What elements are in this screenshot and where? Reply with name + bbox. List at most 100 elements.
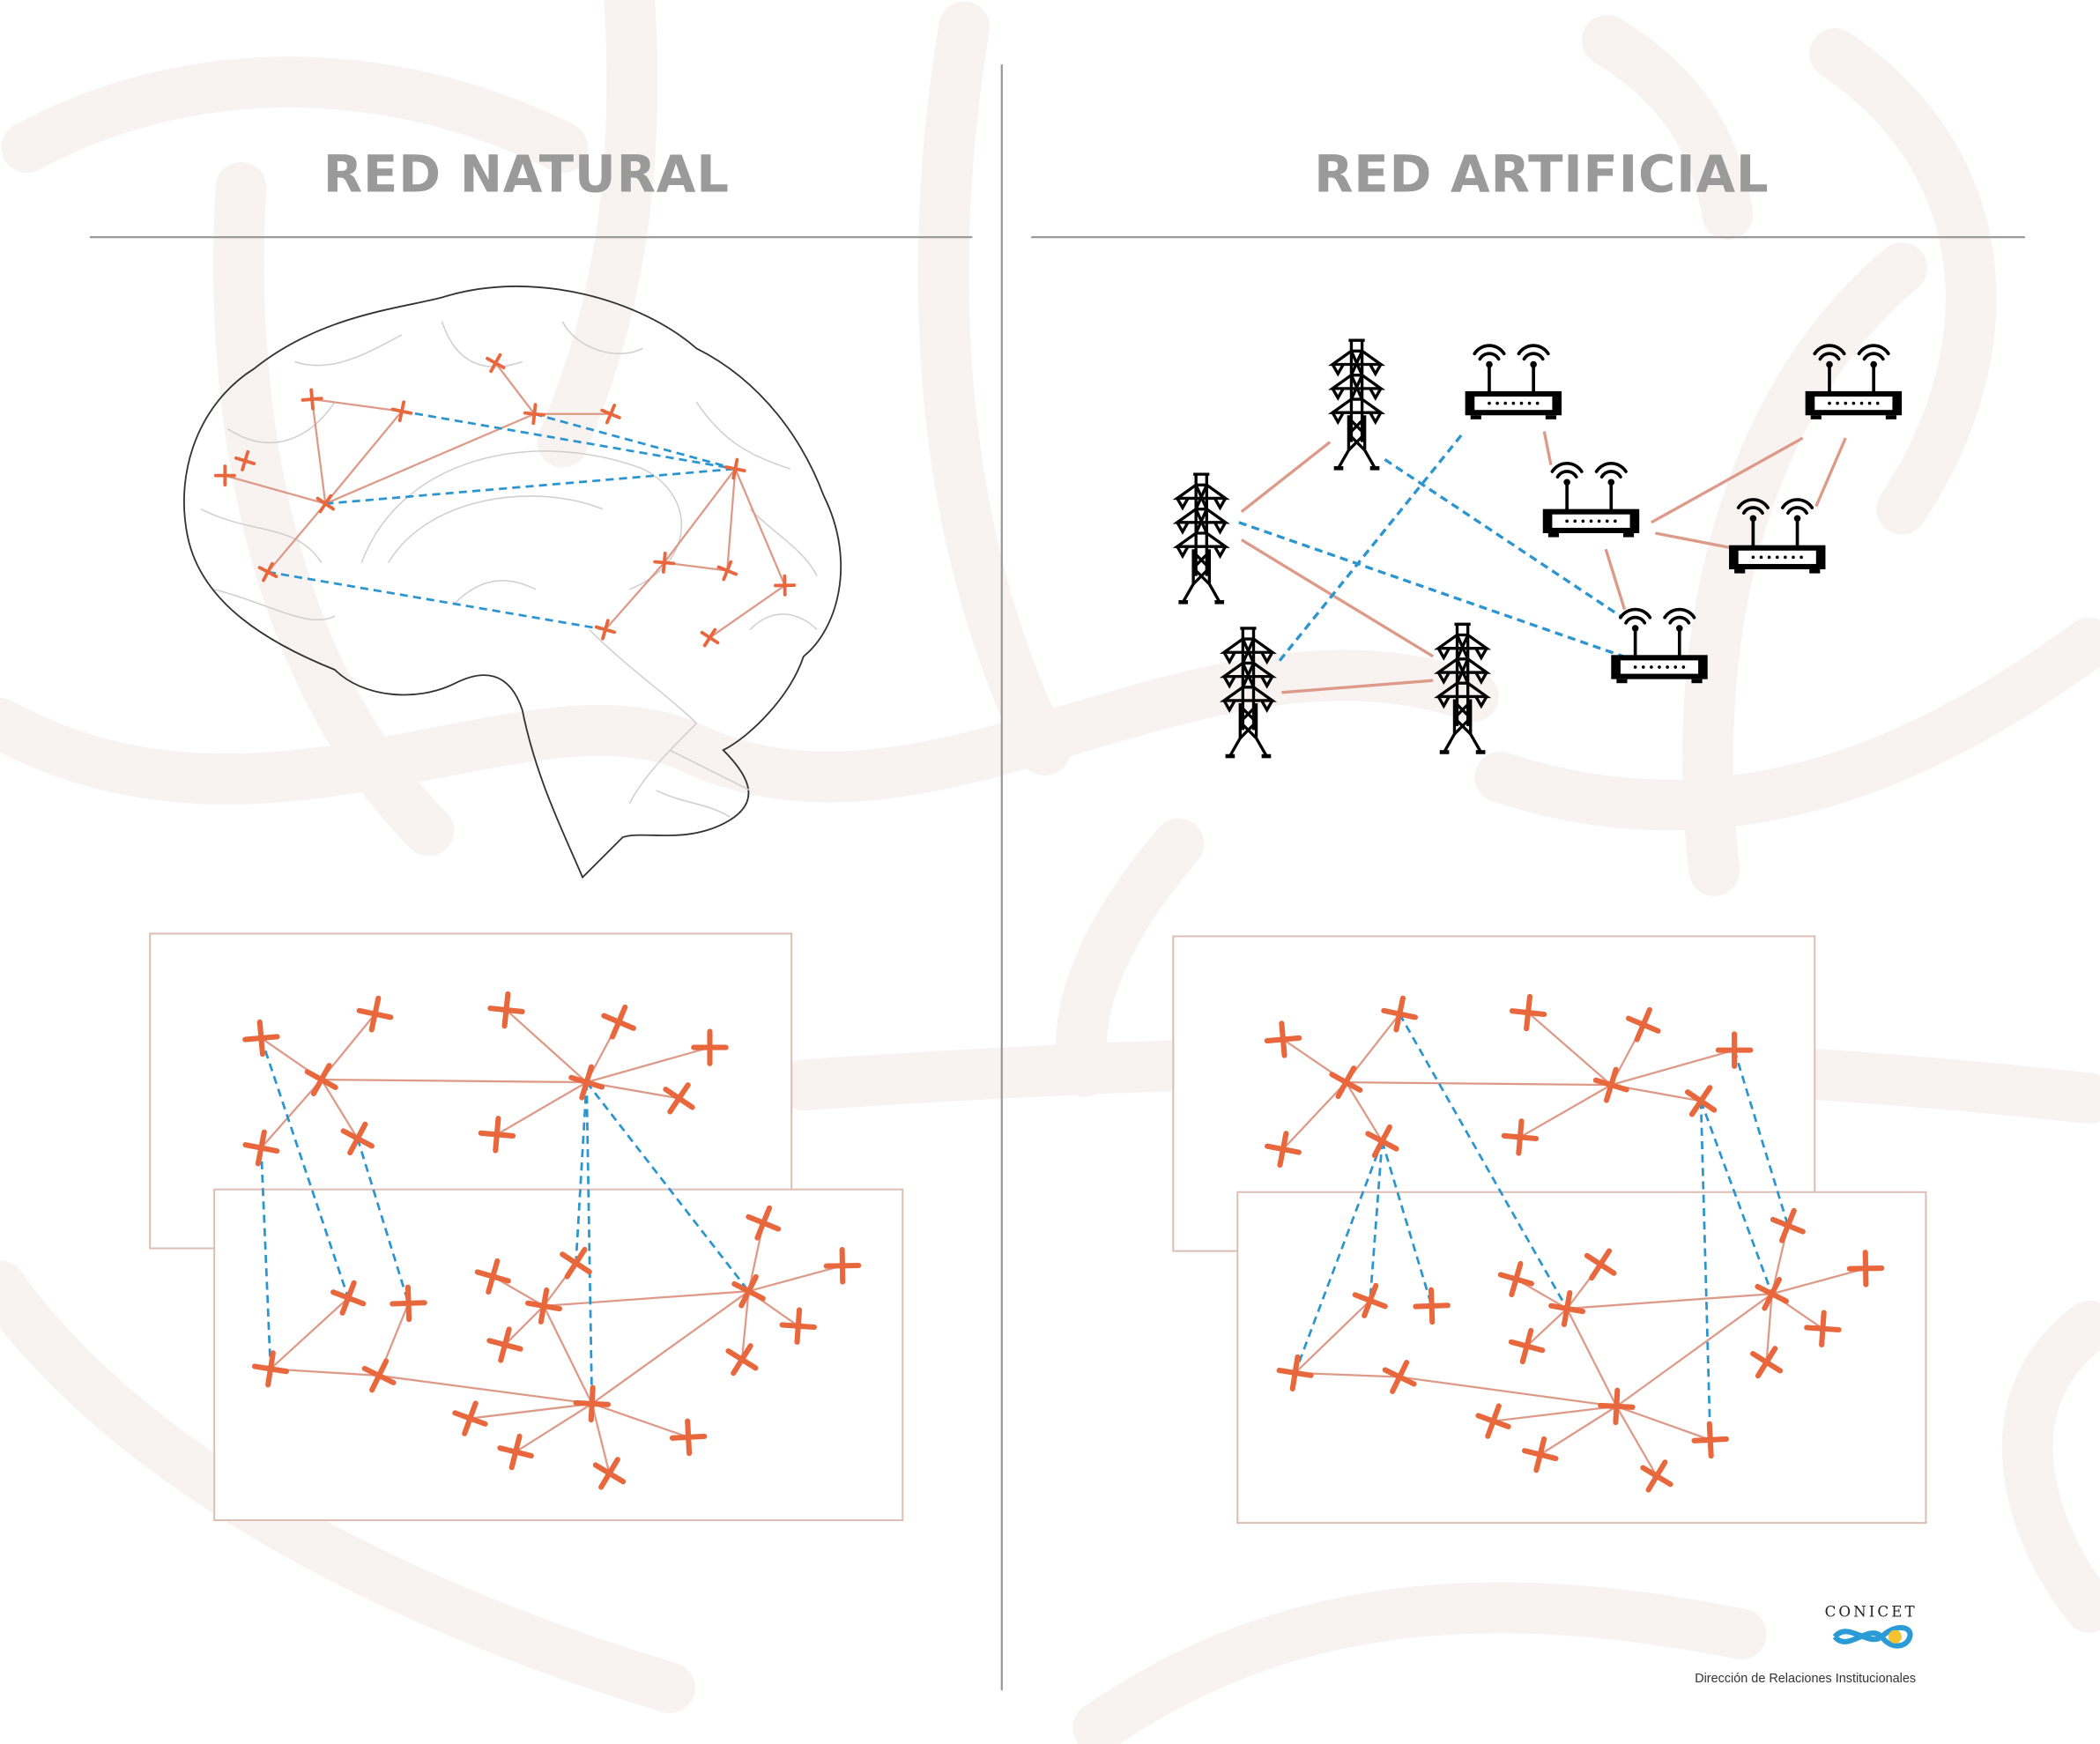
solid-link [1610,1049,1735,1087]
power-tower-icon [1176,472,1228,606]
dashed-link [1381,1140,1433,1307]
cross-node-icon [1508,1327,1546,1365]
solid-link [320,1079,359,1139]
cross-node-icon [1382,1360,1417,1394]
infinity-logo-icon [1832,1624,1913,1649]
right-network-nodes [1264,993,1885,1493]
solid-link [504,1305,545,1346]
cross-node-icon [1684,1085,1718,1117]
cross-node-icon [486,353,506,374]
right-network-front-layer [1236,1191,1927,1525]
solid-link [225,474,326,505]
solid-link [1615,1406,1658,1477]
solid-link [1240,538,1435,658]
dashed-link [534,412,736,471]
left-network-nodes [242,991,862,1490]
dashed-link [1398,1013,1569,1310]
cross-node-icon [779,1307,818,1345]
solid-link [1527,1012,1613,1087]
solid-link [1566,1308,1618,1407]
dashed-link [1699,1101,1712,1440]
cross-node-icon [601,1004,636,1040]
cross-node-icon [390,400,413,423]
solid-link [505,1009,588,1083]
conicet-logo: CONICET Dirección de Relaciones Instituc… [1695,1602,1916,1686]
dashed-link [356,1138,410,1304]
cross-node-icon [1381,995,1419,1033]
solid-link [1240,441,1332,513]
solid-link [1765,1294,1773,1362]
dashed-link [1699,1100,1773,1295]
brain-illustration [183,286,842,879]
solid-link [1814,437,1847,508]
solid-link [605,561,665,631]
dashed-link [260,1037,350,1299]
cross-node-icon [1640,1459,1673,1493]
dashed-link [585,1081,750,1293]
solid-link [591,1290,750,1405]
brain-nodes [213,353,797,648]
left-panel-title: RED NATURAL [323,144,730,204]
cross-node-icon [1264,1131,1302,1169]
cross-node-icon [390,1284,427,1323]
dashed-link [401,410,736,471]
cross-node-icon [1497,1260,1534,1298]
solid-link [324,412,535,505]
solid-link [1615,1405,1711,1441]
cross-node-icon [1522,1436,1559,1473]
cross-node-icon [1770,1207,1806,1243]
right-panel-title: RED ARTIFICIAL [1314,144,1769,204]
dashed-link [1733,1050,1790,1227]
cross-node-icon [746,1205,782,1241]
dashed-link [1384,458,1621,618]
cross-node-icon [653,551,676,574]
cross-node-icon [600,404,621,425]
cross-node-icon [1750,1346,1784,1379]
cross-node-icon [356,995,394,1033]
cross-node-icon [242,1129,280,1167]
solid-link [1346,1080,1612,1087]
solid-link [591,1402,689,1438]
cross-node-icon [700,627,720,648]
cross-node-icon [573,1384,611,1423]
cross-node-icon [1584,1248,1617,1281]
solid-link [1651,436,1804,524]
solid-link [496,1081,588,1136]
solid-link [663,468,737,564]
wifi-router-icon [1463,344,1563,421]
solid-link [321,1078,587,1084]
cross-node-icon [669,1418,708,1457]
cross-node-icon [1509,993,1547,1032]
cross-node-icon [340,1121,375,1156]
solid-link [1345,1081,1384,1142]
cross-node-icon [1365,1124,1399,1159]
solid-link [470,1402,592,1420]
cross-node-icon [486,1326,523,1363]
solid-link [590,1403,611,1474]
solid-link [543,1290,749,1308]
solid-link [726,468,737,571]
solid-link [310,398,327,504]
logo-subtitle: Dirección de Relaciones Institucionales [1695,1672,1916,1686]
cross-node-icon [242,1019,280,1058]
cross-node-icon [1715,1031,1754,1069]
cross-node-icon [1264,1020,1302,1058]
cross-node-icon [452,1400,488,1436]
solid-link [267,502,327,573]
dashed-link [325,467,736,505]
solid-link [1615,1293,1773,1407]
cross-node-icon [361,1358,397,1393]
solid-link [1540,1405,1617,1456]
dashed-link [585,1082,594,1404]
cross-node-icon [592,1457,627,1490]
cross-node-icon [1329,1065,1363,1100]
solid-link [748,1265,843,1293]
cross-node-icon [251,1350,290,1388]
cross-node-icon [691,1028,729,1066]
cross-node-icon [663,1082,695,1115]
solid-link [311,397,403,412]
cross-node-icon [724,457,746,480]
dashed-link [1294,1140,1384,1374]
solid-link [1294,1300,1371,1374]
